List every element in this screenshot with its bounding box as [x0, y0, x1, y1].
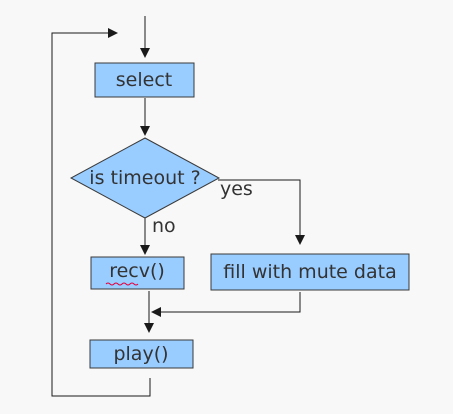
- no-label: no: [152, 215, 176, 237]
- recv-node-label: recv(): [109, 260, 165, 282]
- yes-connector: [218, 179, 305, 245]
- timeout-decision-label: is timeout ?: [89, 167, 200, 189]
- yes-label: yes: [220, 178, 253, 200]
- play-node: play(): [89, 339, 194, 369]
- loop-back-connector: [51, 28, 151, 397]
- select-node: select: [94, 62, 195, 98]
- fill-to-merge-connector: [151, 292, 301, 317]
- fill-mute-data-label: fill with mute data: [223, 261, 396, 283]
- timeout-decision-node: is timeout ?: [69, 137, 221, 219]
- spellcheck-underline: [105, 282, 139, 286]
- fill-mute-data-node: fill with mute data: [210, 253, 410, 291]
- select-node-label: select: [116, 69, 172, 91]
- play-node-label: play(): [113, 343, 168, 365]
- recv-node: recv(): [90, 256, 185, 290]
